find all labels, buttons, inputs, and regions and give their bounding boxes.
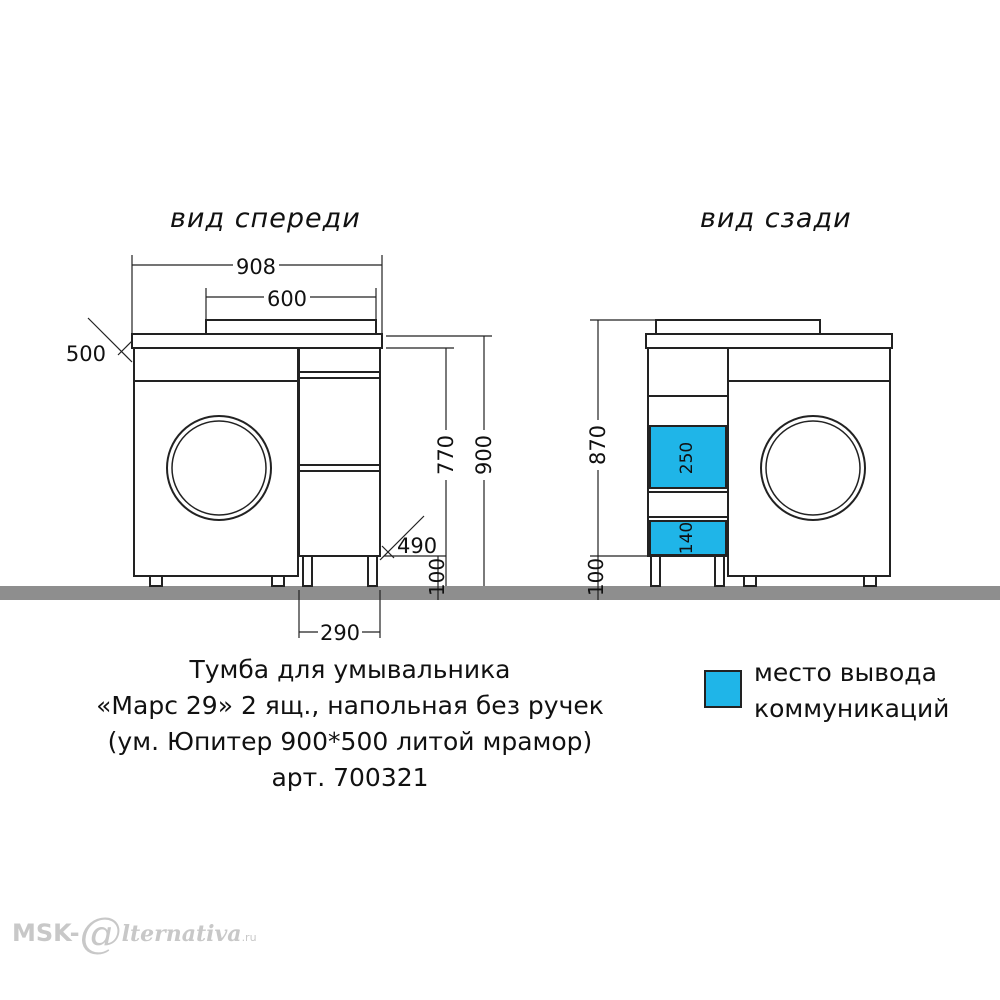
caption-line-3: (ум. Юпитер 900*500 литой мрамор) bbox=[107, 727, 593, 756]
front-cabinet-leg-right bbox=[367, 555, 378, 587]
front-washer-foot-left bbox=[149, 575, 163, 587]
back-view bbox=[590, 319, 893, 600]
back-cabinet-leg-right bbox=[714, 555, 725, 587]
dim-870-label: 870 bbox=[586, 425, 610, 465]
product-caption: Тумба для умывальника «Марс 29» 2 ящ., н… bbox=[30, 652, 670, 796]
back-washer-foot-left bbox=[743, 575, 757, 587]
dim-100-front-label: 100 bbox=[425, 558, 449, 596]
dim-600-label: 600 bbox=[267, 287, 307, 311]
back-cabinet-leg-left bbox=[650, 555, 661, 587]
front-countertop bbox=[131, 333, 383, 349]
back-washer-door-outer bbox=[760, 415, 866, 521]
dim-100-back-label: 100 bbox=[584, 558, 608, 596]
legend-line-2: коммуникаций bbox=[754, 694, 950, 723]
legend-swatch bbox=[704, 670, 742, 708]
dim-500-tick bbox=[117, 340, 133, 356]
comm-cutout-250 bbox=[649, 425, 727, 489]
dim-600-label-bg bbox=[264, 284, 310, 310]
dim-490-tick bbox=[381, 545, 395, 559]
watermark-at: @ bbox=[79, 908, 122, 957]
dim-908-label-bg bbox=[233, 252, 279, 278]
dim-500-diag bbox=[87, 317, 133, 363]
front-washer-door-inner bbox=[171, 420, 267, 516]
front-washer-body bbox=[133, 347, 299, 577]
front-view-title: вид спереди bbox=[170, 203, 361, 234]
back-basin-outline bbox=[655, 319, 821, 334]
floor-band bbox=[0, 586, 1000, 600]
dim-500-label: 500 bbox=[66, 342, 106, 366]
dim-250-label: 250 bbox=[677, 442, 697, 474]
back-washer-door-inner bbox=[765, 420, 861, 516]
dim-770-label: 770 bbox=[434, 435, 458, 475]
dim-908-label: 908 bbox=[236, 255, 276, 279]
watermark-part1: MSK- bbox=[12, 919, 80, 947]
dim-490-label: 490 bbox=[397, 534, 437, 558]
back-countertop bbox=[645, 333, 893, 349]
dim-490-diag bbox=[379, 515, 425, 561]
front-washer-foot-right bbox=[271, 575, 285, 587]
front-cabinet-leg-left bbox=[302, 555, 313, 587]
dim-140-label: 140 bbox=[677, 522, 697, 554]
legend-line-1: место вывода bbox=[754, 658, 937, 687]
caption-line-1: Тумба для умывальника bbox=[189, 655, 511, 684]
watermark-tld: .ru bbox=[241, 931, 257, 944]
back-view-title: вид сзади bbox=[700, 203, 852, 234]
back-washer-body bbox=[727, 347, 891, 577]
comm-cutout-140 bbox=[649, 520, 727, 556]
front-view bbox=[87, 255, 492, 638]
front-washer-door-outer bbox=[166, 415, 272, 521]
dim-290-label: 290 bbox=[320, 621, 360, 645]
dim-900-label-bg bbox=[472, 430, 496, 480]
dim-870-label-bg bbox=[586, 420, 610, 470]
watermark-logo: MSK-@lternativa.ru bbox=[12, 908, 257, 957]
caption-line-4: арт. 700321 bbox=[271, 763, 429, 792]
dim-900-label: 900 bbox=[472, 435, 496, 475]
legend-text: место вывода коммуникаций bbox=[754, 655, 949, 727]
back-washer-foot-right bbox=[863, 575, 877, 587]
caption-line-2: «Марс 29» 2 ящ., напольная без ручек bbox=[96, 691, 604, 720]
dim-770-label-bg bbox=[434, 430, 458, 480]
watermark-part2: lternativa bbox=[121, 921, 242, 947]
dim-290-label-bg bbox=[318, 620, 362, 644]
front-basin-outline bbox=[205, 319, 377, 334]
front-cabinet bbox=[298, 347, 381, 557]
